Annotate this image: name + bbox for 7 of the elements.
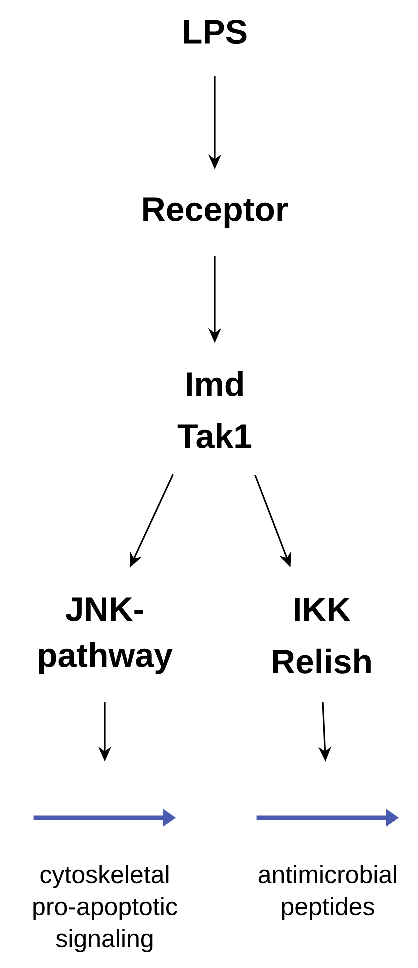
protein-label: LPS	[184, 20, 247, 44]
output-label: antimicrobial peptides	[258, 865, 396, 921]
protein-label: IKK Relish	[273, 598, 371, 674]
protein-label: Imd Tak1	[178, 372, 252, 448]
protein-label: Receptor	[144, 198, 288, 228]
output-label: cytoskeletal pro-apoptotic signaling	[34, 865, 178, 953]
protein-label: JNK- pathway	[39, 598, 173, 674]
